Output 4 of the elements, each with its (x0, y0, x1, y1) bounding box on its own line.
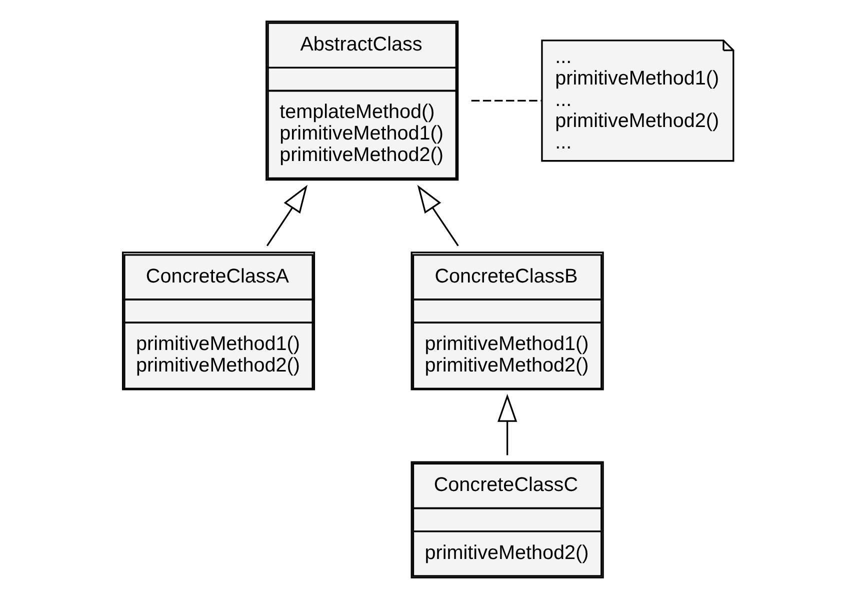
connector (471, 100, 542, 102)
arrow (417, 184, 459, 246)
arrow (266, 184, 308, 246)
arrow (497, 394, 518, 456)
